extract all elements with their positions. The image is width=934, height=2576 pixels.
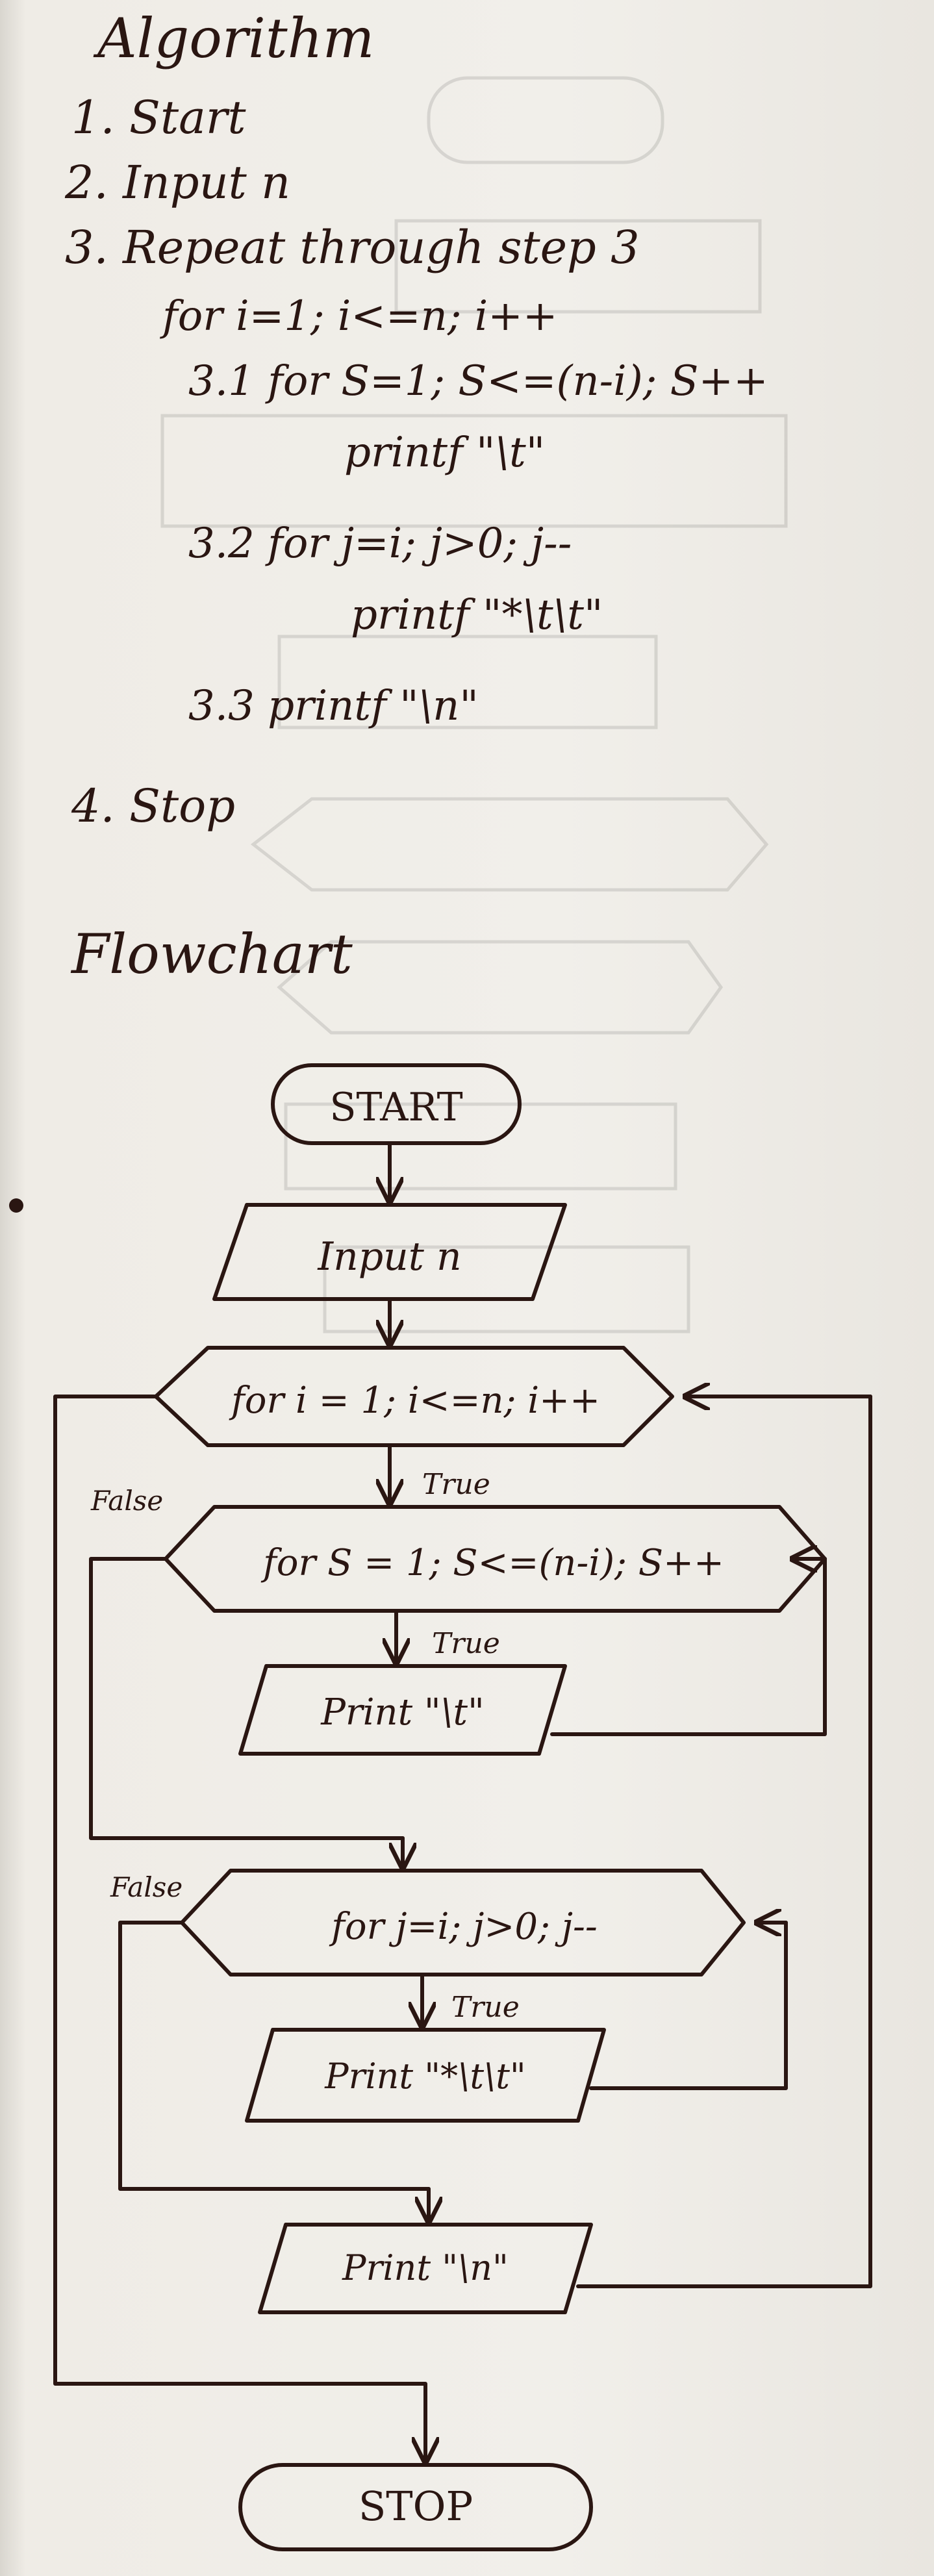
- connector-print-star-back: [589, 1921, 788, 2090]
- input-box: [212, 1203, 567, 1301]
- algorithm-step-1: 1. Start: [71, 91, 246, 144]
- ink-blot: [9, 1198, 23, 1213]
- print-star-label: Print "*\t\t": [324, 2056, 526, 2097]
- algorithm-step-3-3: 3.3 printf "\n": [188, 682, 479, 730]
- algorithm-step-3-1-print: printf "\t": [344, 429, 546, 477]
- false-label-loop-i: False: [90, 1485, 163, 1517]
- algorithm-step-3-1: 3.1 for S=1; S<=(n-i); S++: [188, 357, 768, 405]
- print-tab-label: Print "\t": [320, 1691, 485, 1734]
- flowchart-heading: Flowchart: [71, 922, 353, 986]
- loop-j-hexagon: [180, 1869, 746, 1976]
- print-newline-box: [258, 2223, 593, 2314]
- algorithm-step-3-loop: for i=1; i<=n; i++: [162, 292, 558, 340]
- connector-print-newline-back: [576, 1395, 872, 2288]
- algorithm-heading: Algorithm: [97, 6, 375, 70]
- print-star-box: [245, 2028, 606, 2123]
- stop-label: STOP: [359, 2482, 473, 2530]
- true-label-loop-i: True: [422, 1468, 490, 1501]
- print-newline-label: Print "\n": [342, 2247, 509, 2288]
- loop-s-label: for S = 1; S<=(n-i); S++: [260, 1542, 724, 1584]
- connector-loop-j-false: [118, 1921, 431, 2191]
- loop-i-hexagon: [154, 1346, 674, 1447]
- algorithm-step-4: 4. Stop: [71, 779, 236, 833]
- stop-terminal: [238, 2463, 593, 2551]
- connector-print-tab-back: [550, 1557, 827, 1736]
- print-tab-box: [238, 1664, 567, 1756]
- true-label-loop-j: True: [451, 1991, 520, 2024]
- false-label-loop-s: False: [110, 1871, 183, 1903]
- algorithm-step-3-2-print: printf "*\t\t": [351, 591, 603, 639]
- algorithm-step-3: 3. Repeat through step 3: [65, 221, 640, 274]
- input-label: Input n: [317, 1234, 461, 1280]
- loop-j-label: for j=i; j>0; j--: [329, 1906, 598, 1948]
- connector-loop-i-false: [53, 1395, 427, 2434]
- start-terminal: [271, 1063, 522, 1145]
- start-label: START: [329, 1085, 462, 1130]
- connector-loop-s-false: [89, 1557, 405, 1840]
- see-through-marks: [160, 76, 788, 1333]
- loop-i-label: for i = 1; i<=n; i++: [229, 1380, 600, 1422]
- true-label-loop-s: True: [432, 1627, 500, 1660]
- algorithm-step-2: 2. Input n: [65, 156, 291, 209]
- algorithm-step-3-2: 3.2 for j=i; j>0; j--: [188, 520, 572, 568]
